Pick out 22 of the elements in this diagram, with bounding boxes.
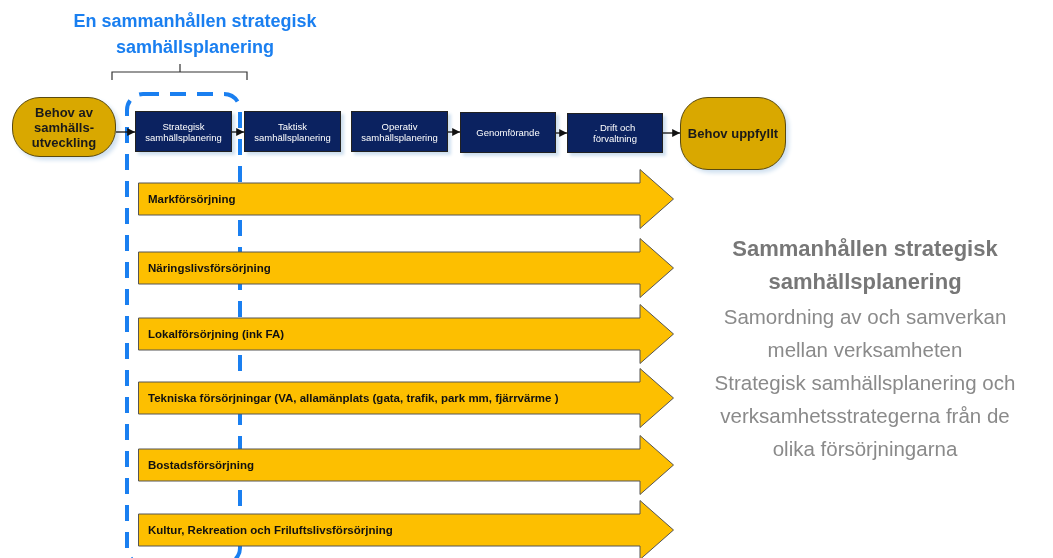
description: Samordning av och samverkan mellan verksamheten (722, 304, 1008, 363)
band-label: Tekniska försörjningar (VA, allamänplats (gata, trafik, park mm, fjärrvärme ) (147, 392, 559, 404)
title: En sammanhållen strategisk samhällsplanering (72, 10, 318, 59)
terminator-box: Behov av samhälls- utveckling (12, 97, 116, 157)
arrow (555, 129, 568, 137)
process-box: . Drift och förvaltning (567, 113, 663, 153)
arrow (115, 128, 136, 136)
terminator-box: Behov uppfyllt (680, 97, 786, 170)
arrow (662, 129, 681, 137)
process-box: Taktisk samhällsplanering (244, 111, 341, 152)
band-label: Bostadsförsörjning (147, 459, 255, 471)
band-label: Markförsörjning (147, 193, 236, 205)
process-box: Genomförande (460, 112, 556, 153)
process-box: Operativ samhällsplanering (351, 111, 448, 152)
description: Strategisk samhällsplanering och verksamhetsstrategerna från de olika försörjningarna (713, 370, 1017, 462)
process-box: Strategisk samhällsplanering (135, 111, 232, 152)
arrow (447, 128, 461, 136)
band-label: Lokalförsörjning (ink FA) (147, 328, 285, 340)
band-label: Kultur, Rekreation och Friluftslivsförsörjning (147, 524, 393, 536)
heading: Sammanhållen strategisk samhällsplanering (731, 235, 999, 296)
band-label: Näringslivsförsörjning (147, 262, 271, 274)
arrow (231, 128, 245, 136)
